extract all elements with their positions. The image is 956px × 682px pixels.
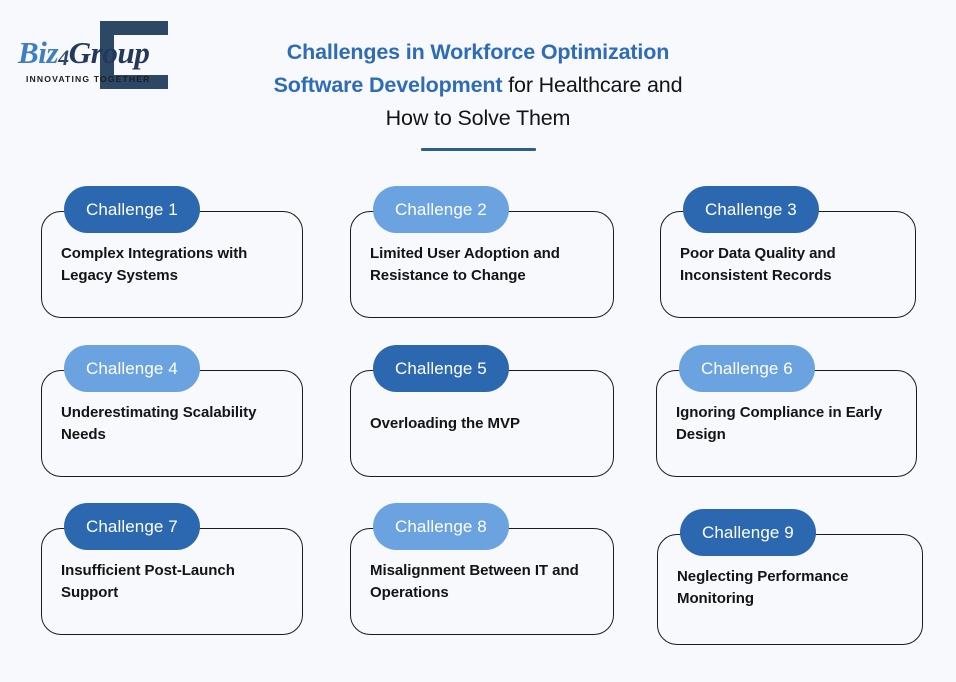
challenge-card[interactable]: Challenge 7 Insufficient Post-Launch Supp… bbox=[41, 503, 303, 635]
challenge-card[interactable]: Challenge 3 Poor Data Quality and Inconsi… bbox=[660, 186, 916, 318]
logo-text-four: 4 bbox=[58, 45, 69, 70]
challenge-badge[interactable]: Challenge 7 bbox=[64, 503, 200, 550]
challenge-text: Ignoring Compliance in Early Design bbox=[676, 404, 883, 443]
challenge-badge[interactable]: Challenge 3 bbox=[683, 186, 819, 233]
challenge-badge[interactable]: Challenge 2 bbox=[373, 186, 509, 233]
title-line-2-black-text: for Healthcare and bbox=[502, 73, 683, 97]
logo-wordmark: Biz4Group bbox=[18, 35, 153, 71]
title-underline-rule bbox=[421, 148, 536, 151]
challenge-card[interactable]: Challenge 4 Underestimating Scalability N… bbox=[41, 345, 303, 477]
logo-text-group: Group bbox=[68, 35, 150, 70]
header: Biz4Group INNOVATING TOGETHER Challenges… bbox=[0, 0, 956, 165]
challenge-card-grid: Challenge 1 Complex Integrations with Leg… bbox=[0, 165, 956, 665]
challenge-card[interactable]: Challenge 6 Ignoring Compliance in Early … bbox=[656, 345, 917, 477]
title-line-2: Software Development for Healthcare and bbox=[228, 69, 728, 102]
logo-tagline: INNOVATING TOGETHER bbox=[26, 74, 151, 84]
challenge-card[interactable]: Challenge 1 Complex Integrations with Leg… bbox=[41, 186, 303, 318]
challenge-badge[interactable]: Challenge 1 bbox=[64, 186, 200, 233]
challenge-text: Underestimating Scalability Needs bbox=[61, 404, 257, 443]
page-title: Challenges in Workforce Optimization Sof… bbox=[228, 36, 728, 135]
challenge-badge[interactable]: Challenge 8 bbox=[373, 503, 509, 550]
title-line-3: How to Solve Them bbox=[385, 106, 571, 130]
challenge-card[interactable]: Challenge 9 Neglecting Performance Monito… bbox=[657, 509, 923, 645]
challenge-card[interactable]: Challenge 2 Limited User Adoption and Res… bbox=[350, 186, 614, 318]
challenge-card[interactable]: Challenge 5 Overloading the MVP bbox=[350, 345, 614, 477]
brand-logo: Biz4Group INNOVATING TOGETHER bbox=[18, 18, 188, 92]
challenge-text: Limited User Adoption and Resistance to … bbox=[370, 245, 560, 284]
challenge-badge[interactable]: Challenge 5 bbox=[373, 345, 509, 392]
challenge-badge[interactable]: Challenge 6 bbox=[679, 345, 815, 392]
title-line-2-blue-text: Software Development bbox=[273, 73, 503, 97]
logo-text-biz: Biz bbox=[18, 35, 59, 70]
challenge-text: Insufficient Post-Launch Support bbox=[61, 562, 235, 601]
challenge-text: Complex Integrations with Legacy Systems bbox=[61, 245, 248, 284]
challenge-text: Poor Data Quality and Inconsistent Recor… bbox=[680, 245, 836, 284]
title-line-1: Challenges in Workforce Optimization bbox=[228, 36, 728, 69]
logo-bracket-notch bbox=[114, 35, 168, 75]
title-line-1-text: Challenges in Workforce Optimization bbox=[286, 40, 670, 64]
challenge-badge[interactable]: Challenge 4 bbox=[64, 345, 200, 392]
challenge-text: Neglecting Performance Monitoring bbox=[677, 568, 849, 607]
challenge-badge[interactable]: Challenge 9 bbox=[680, 509, 816, 556]
challenge-text: Misalignment Between IT and Operations bbox=[370, 562, 579, 601]
challenge-card[interactable]: Challenge 8 Misalignment Between IT and O… bbox=[350, 503, 614, 635]
challenge-text: Overloading the MVP bbox=[370, 414, 520, 432]
